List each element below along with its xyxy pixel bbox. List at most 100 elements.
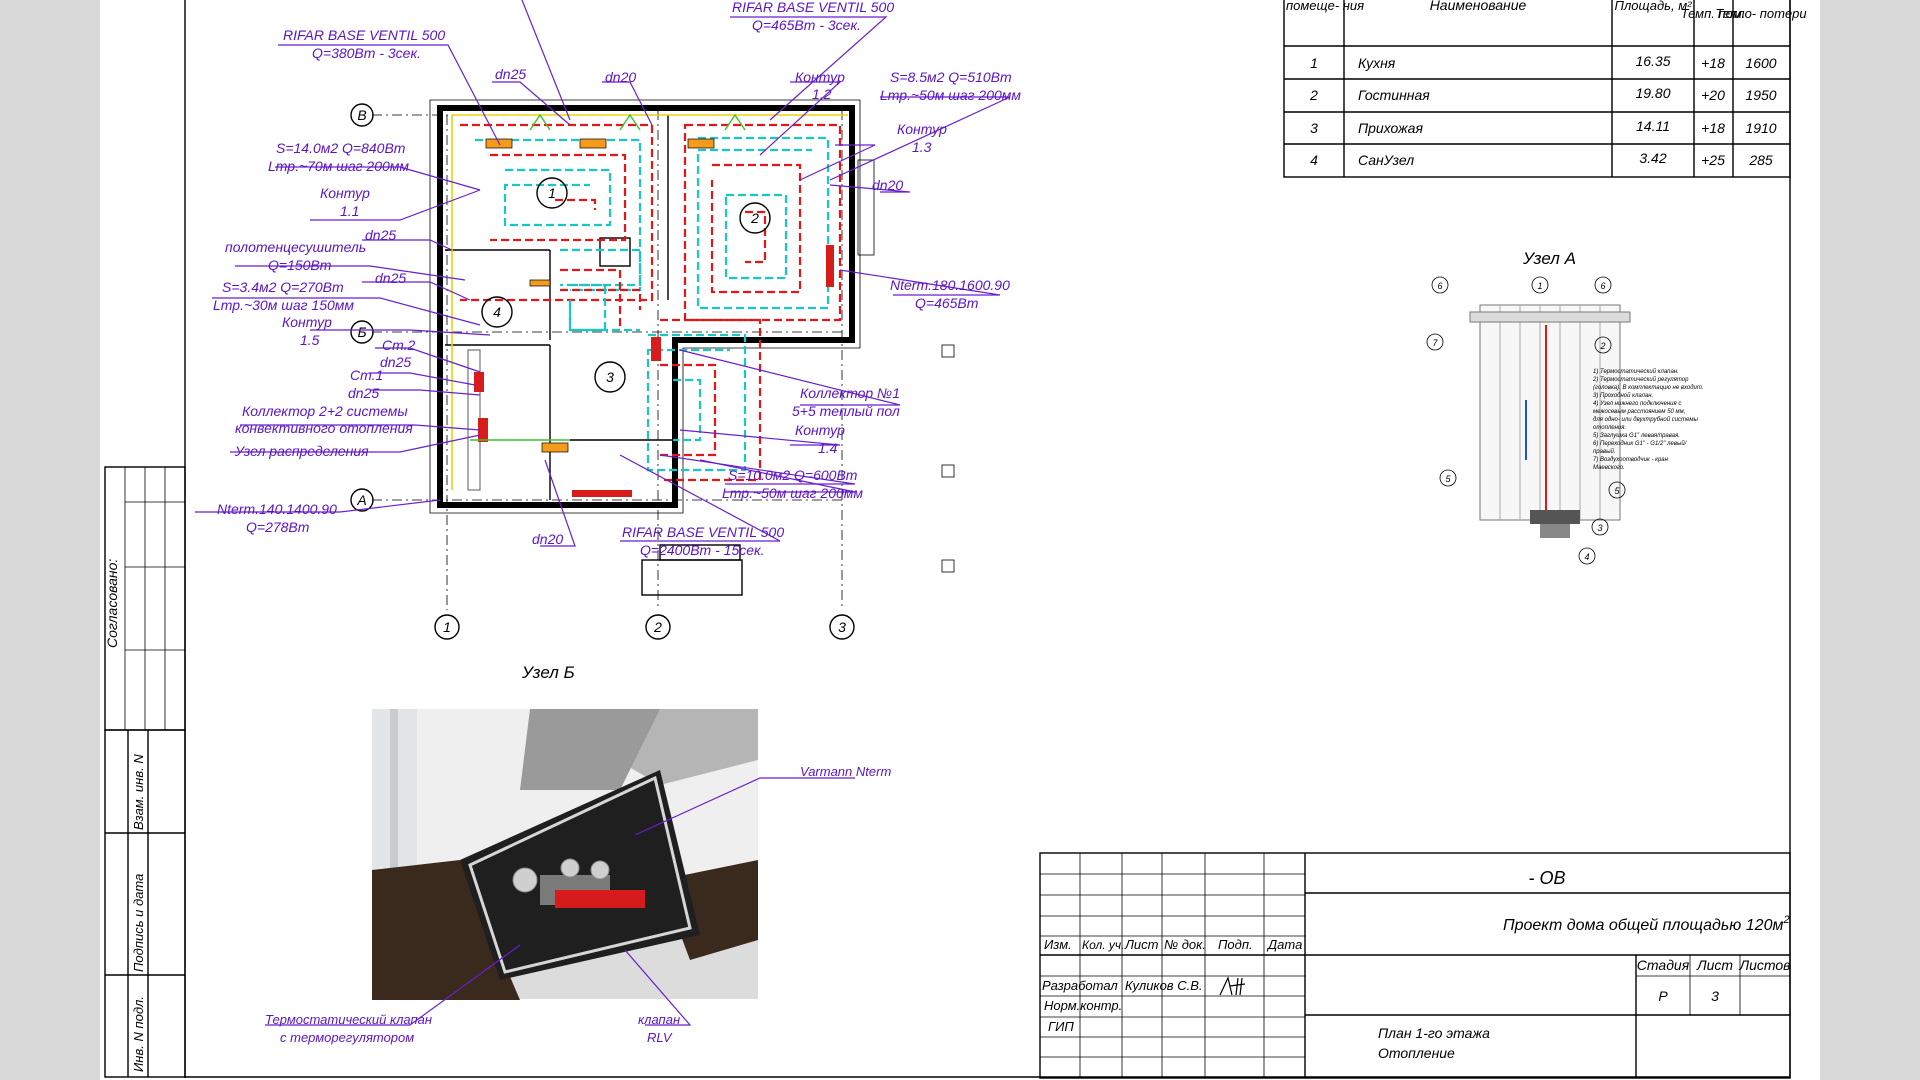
table-row: 3 Прихожая 14.11 +18 1910 (1310, 118, 1777, 136)
axis-1-label: 1 (443, 619, 451, 635)
legend-line: межосевым расстоянием 50 мм, (1593, 409, 1685, 415)
plan-title: План 1-го этажа (1378, 1025, 1490, 1041)
legend-line: 4) Узел нижнего подключения с (1593, 401, 1681, 407)
callout-2: 2 (1599, 341, 1605, 351)
cell-num: 4 (1310, 152, 1318, 168)
callout-6-right: 6 (1600, 281, 1605, 291)
legend-line: отопления. (1593, 425, 1626, 431)
col-date: Дата (1266, 937, 1302, 952)
rad2-label: RIFAR BASE VENTIL 500 (732, 0, 894, 15)
s85-label: S=8.5м2 Q=510Вт (890, 69, 1012, 85)
convector-illustration (372, 709, 758, 1000)
node-b-title: Узел Б (521, 663, 575, 682)
cell-num: 1 (1310, 55, 1318, 71)
table-row: 2 Гостинная 19.80 +20 1950 (1309, 85, 1777, 103)
stage-value: Р (1658, 988, 1668, 1004)
dn20-right: dn20 (872, 177, 903, 193)
legend-line: 2) Термостатический регулятор (1592, 376, 1689, 383)
s14-label: S=14.0м2 Q=840Вт (276, 140, 406, 156)
norm-label: Норм.контр. (1044, 998, 1122, 1013)
th-room: помеще- ния (1286, 0, 1364, 13)
room-4-number: 4 (493, 304, 501, 320)
cell-loss: 1600 (1745, 55, 1776, 71)
th-loss: Тепло- потери (1715, 6, 1806, 21)
legend-line: 6) Переходник G1" - G1/2" левый/ (1593, 440, 1688, 447)
cell-area: 16.35 (1635, 53, 1670, 69)
dn20-bottom: dn20 (532, 531, 563, 547)
rad3-label: RIFAR BASE VENTIL 500 (622, 524, 784, 540)
node-a-callouts: 1 2 3 4 5 6 7 5 6 (1426, 276, 1626, 565)
towel-power: Q=150Вт (268, 257, 332, 273)
th-name: Наименование (1430, 0, 1527, 13)
title-block: Изм. Кол. уч. Лист № док. Подп. Дата Раз… (1039, 852, 1791, 1079)
s34-label: S=3.4м2 Q=270Вт (222, 279, 344, 295)
callout-6-left: 6 (1437, 281, 1442, 291)
callout-5-left: 5 (1445, 474, 1451, 484)
room-1-number: 1 (548, 185, 556, 201)
col-podp: Подп. (1218, 937, 1253, 952)
legend-line: 7) Воздухоотводчик - кран (1593, 457, 1669, 463)
th-area: Площадь, м² (1615, 0, 1693, 13)
col-doc: № док. (1164, 937, 1206, 952)
varmann-label: Varmann Nterm (800, 764, 891, 779)
sign-date-label: Подпись и дата (131, 874, 146, 972)
s14-len: Lтр.~70м шаг 200мм (268, 158, 409, 174)
kontur-12-label: Контур (795, 69, 845, 85)
project-title: Проект дома общей площадью 120м2 (1503, 914, 1790, 934)
s10-label: S=10.0м2 Q=600Вт (728, 467, 858, 483)
legend-line: 3) Проходной клапан. (1593, 392, 1653, 399)
st2-dn: dn25 (380, 354, 411, 370)
nterm140-power: Q=278Вт (246, 519, 310, 535)
agreed-label: Согласовано: (104, 559, 120, 648)
rad2-power: Q=465Вт - 3сек. (752, 17, 861, 33)
cell-temp: +18 (1701, 55, 1725, 71)
legend-line: Маевского. (1593, 465, 1625, 471)
dn20-top: dn20 (605, 69, 636, 85)
legend-line: (головка). В комплектацию не входит. (1593, 385, 1704, 391)
drawing-sheet: Согласовано: Взам. инв. N Подпись и дата… (100, 0, 1820, 1080)
signature (1219, 976, 1246, 996)
cell-name: Гостинная (1358, 87, 1430, 103)
rad3-power: Q=2400Вт - 15сек. (640, 542, 765, 558)
rlv-label: клапан (638, 1012, 680, 1027)
uzel-rasp-label: Узел распределения (234, 443, 369, 459)
left-stamp: Согласовано: Взам. инв. N Подпись и дата… (104, 466, 186, 1078)
axis-3-label: 3 (838, 619, 846, 635)
inv-label: Инв. N подл. (131, 996, 146, 1072)
table-row: 4 СанУзел 3.42 +25 285 (1310, 150, 1773, 168)
cell-temp: +25 (1701, 152, 1725, 168)
kontur-14-label: Контур (795, 422, 845, 438)
gip-label: ГИП (1048, 1019, 1074, 1034)
cell-name: Кухня (1358, 55, 1396, 71)
st1-label: Ст.1 (350, 367, 383, 383)
node-b: Узел Б Varmann Nterm Термостатический кл… (265, 663, 891, 1045)
callout-4: 4 (1584, 552, 1589, 562)
radiator-drawing (1469, 304, 1631, 538)
room-table: помеще- ния Наименование Площадь, м² Тем… (1283, 0, 1807, 178)
room-3-number: 3 (606, 369, 614, 385)
legend-line: 1) Термостатический клапан. (1593, 368, 1679, 375)
axis-a-label: А (356, 492, 366, 508)
leader-lines (195, 0, 1011, 547)
cell-name: Прихожая (1358, 120, 1423, 136)
cell-area: 19.80 (1635, 85, 1670, 101)
cell-area: 14.11 (1636, 118, 1670, 134)
nterm180-power: Q=465Вт (915, 295, 979, 311)
axis-bs-label: Б (357, 324, 366, 340)
dn25-top: dn25 (495, 66, 526, 82)
stage-header: Стадия (1637, 957, 1690, 973)
towel-label: полотенцесушитель (225, 239, 366, 255)
cell-area: 3.42 (1639, 150, 1666, 166)
cell-loss: 285 (1748, 152, 1773, 168)
cell-num: 3 (1310, 120, 1318, 136)
callout-3: 3 (1597, 523, 1602, 533)
kontur-15-label: Контур (282, 314, 332, 330)
legend-line: правый. (1593, 448, 1616, 455)
axis-v-label: В (357, 107, 366, 123)
s10-len: Lтр.~50м шаг 200мм (722, 485, 863, 501)
rad1-power: Q=380Вт - 3сек. (312, 45, 421, 61)
razrab-label: Разработал (1042, 978, 1118, 993)
room-2-number: 2 (750, 210, 759, 226)
floor-plan: В Б А 1 2 3 (195, 0, 1021, 640)
legend-line: 5) Заглушка G1" левая/правая. (1593, 433, 1680, 439)
